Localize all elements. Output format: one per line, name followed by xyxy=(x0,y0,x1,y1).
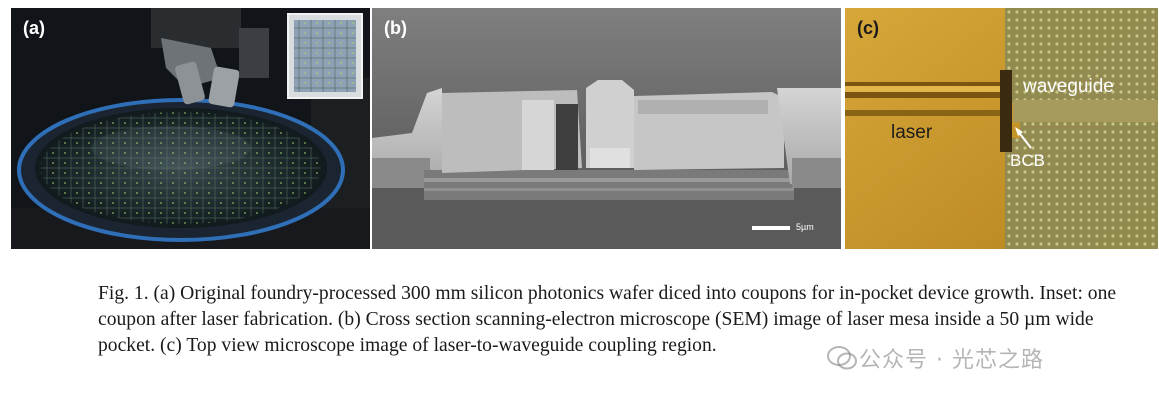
scale-bar xyxy=(752,226,790,230)
figure-panel-c: (c) waveguide laser BCB xyxy=(845,8,1158,249)
figure-panel-b: (b) 5µm xyxy=(372,8,841,249)
panel-label-b: (b) xyxy=(384,18,407,38)
wechat-icon xyxy=(827,346,857,370)
sem-image xyxy=(372,8,841,249)
microscope-image xyxy=(845,8,1158,249)
wafer-photo xyxy=(11,8,370,249)
laser-label: laser xyxy=(891,122,933,143)
panel-label-a: (a) xyxy=(23,18,45,38)
watermark-text: 公众号 · 光芯之路 xyxy=(859,348,1044,373)
figure-caption: Fig. 1. (a) Original foundry-processed 3… xyxy=(98,283,1117,356)
waveguide-label: waveguide xyxy=(1023,76,1114,97)
panel-label-c: (c) xyxy=(857,18,879,38)
figure-panel-a: (a) xyxy=(11,8,370,249)
scale-bar-label: 5µm xyxy=(796,222,814,232)
bcb-label: BCB xyxy=(1010,151,1045,170)
